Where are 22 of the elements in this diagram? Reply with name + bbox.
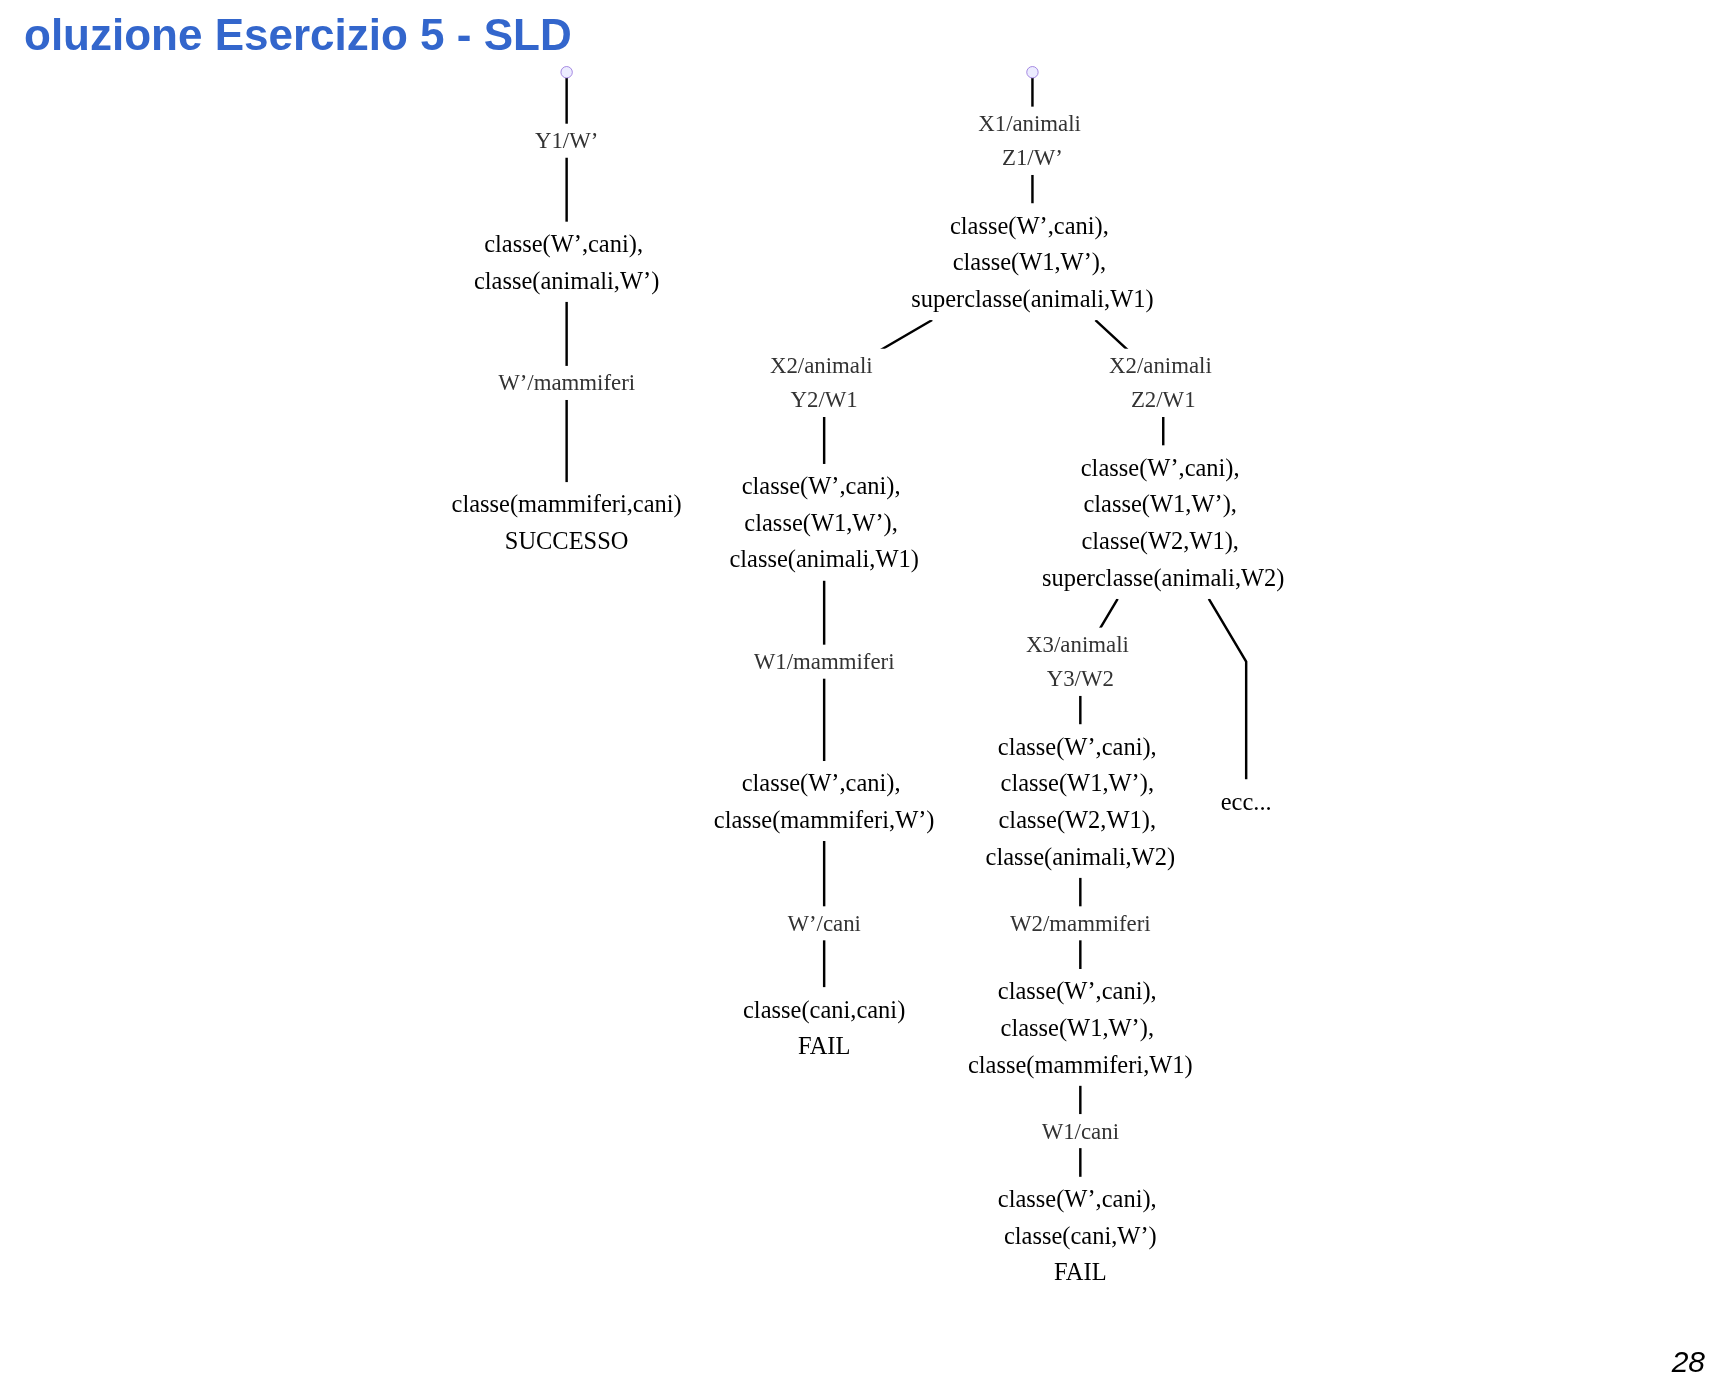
edge-label: W2/mammiferi <box>1009 910 1151 936</box>
node-text: classe(W’,cani), classe(W1,W’), classe(W2,W1), superclasse(animali,W2) <box>1041 453 1284 591</box>
node-text: classe(cani,cani) FAIL <box>742 995 905 1060</box>
edge-label: W1/mammiferi <box>753 648 895 674</box>
node-text: ecc... <box>1220 787 1272 815</box>
edge-label: W1/cani <box>1041 1118 1119 1144</box>
node-text: classe(W’,cani), classe(mammiferi,W’) <box>713 769 934 833</box>
node-text: classe(W’,cani), classe(W1,W’), superclasse(animali,W1) <box>910 211 1154 312</box>
node-text: classe(W’,cani), classe(W1,W’), classe(W2,W1), classe(animali,W2) <box>985 732 1175 870</box>
node-text: classe(mammiferi,cani) SUCCESSO <box>451 490 682 555</box>
edge-label: X2/animali Y2/W1 <box>769 352 873 413</box>
edge-label: W’/mammiferi <box>497 369 635 396</box>
node-text: classe(W’,cani), classe(W1,W’), classe(mammiferi,W1) <box>967 977 1193 1078</box>
edge-label: W’/cani <box>786 910 861 936</box>
edge-label: X1/animali Z1/W’ <box>977 110 1081 171</box>
node-text: classe(W’,cani), classe(cani,W’) FAIL <box>997 1185 1157 1286</box>
edge-label: Y1/W’ <box>534 127 598 153</box>
slide-title: oluzione Esercizio 5 - SLD <box>24 10 572 60</box>
node-text: classe(W’,cani), classe(animali,W’) <box>473 229 659 294</box>
connector <box>1207 598 1247 780</box>
page-number: 28 <box>1671 1345 1705 1378</box>
node-text: classe(W’,cani), classe(W1,W’), classe(animali,W1) <box>728 472 919 573</box>
